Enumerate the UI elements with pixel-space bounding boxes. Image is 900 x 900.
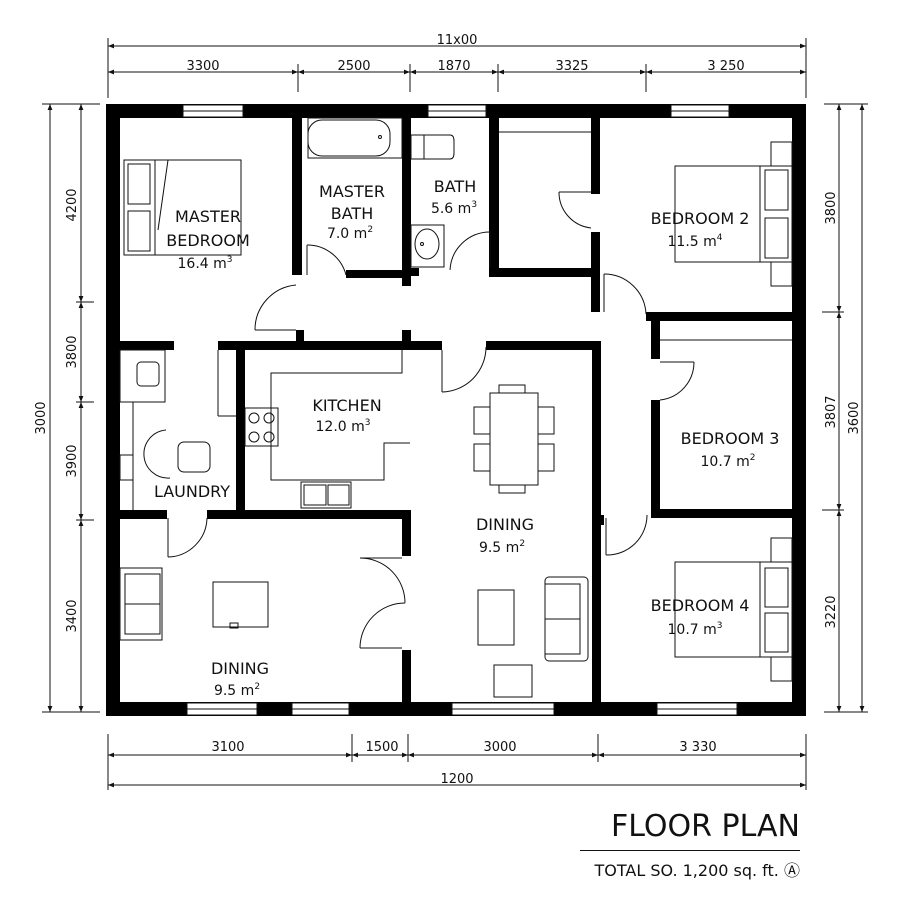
svg-text:BATH: BATH bbox=[331, 204, 373, 223]
ottoman-icon bbox=[493, 664, 533, 698]
svg-text:MASTER: MASTER bbox=[175, 207, 241, 226]
svg-text:10.7 m2: 10.7 m2 bbox=[701, 453, 756, 470]
room-label-kitchen: KITCHEN 12.0 m3 bbox=[312, 396, 381, 435]
room-label-laundry: LAUNDRY bbox=[154, 482, 230, 501]
left-overall-dimension: 3000 bbox=[34, 401, 49, 434]
room-label-bedroom-3: BEDROOM 3 10.7 m2 bbox=[681, 429, 780, 470]
title-divider bbox=[580, 850, 800, 851]
right-dimension-3: 3220 bbox=[824, 595, 839, 628]
svg-text:BATH: BATH bbox=[434, 177, 476, 196]
doors bbox=[167, 191, 695, 649]
right-dimensions bbox=[822, 103, 868, 713]
top-dimension-4: 3325 bbox=[555, 59, 588, 74]
left-dimensions bbox=[42, 103, 100, 713]
fixtures bbox=[119, 117, 793, 698]
svg-text:11.5 m4: 11.5 m4 bbox=[668, 233, 723, 250]
svg-text:9.5 m2: 9.5 m2 bbox=[214, 682, 260, 699]
bath-sink-icon bbox=[410, 224, 445, 268]
svg-text:DINING: DINING bbox=[476, 515, 534, 534]
svg-text:10.7 m3: 10.7 m3 bbox=[668, 621, 723, 638]
top-dimension-5: 3 250 bbox=[707, 59, 744, 74]
svg-text:BEDROOM: BEDROOM bbox=[166, 231, 250, 250]
svg-text:DINING: DINING bbox=[211, 659, 269, 678]
top-dimensions bbox=[107, 38, 807, 98]
sofa-icon bbox=[544, 576, 589, 662]
laundry-sink-icon bbox=[119, 349, 166, 403]
room-label-bath: BATH 5.6 m3 bbox=[431, 177, 477, 217]
svg-text:LAUNDRY: LAUNDRY bbox=[154, 482, 230, 501]
coffee-table-icon bbox=[477, 589, 515, 646]
room-label-master-bath: MASTER BATH 7.0 m2 bbox=[319, 182, 385, 242]
left-table-icon bbox=[212, 581, 269, 629]
bottom-dimension-4: 3 330 bbox=[679, 740, 716, 755]
svg-text:5.6 m3: 5.6 m3 bbox=[431, 200, 477, 217]
toilet-icon bbox=[410, 134, 455, 160]
svg-text:12.0 m3: 12.0 m3 bbox=[316, 418, 371, 435]
circled-a-icon: Ⓐ bbox=[783, 861, 800, 880]
title-block: FLOOR PLAN TOTAL SO. 1,200 sq. ft. Ⓐ bbox=[570, 808, 800, 881]
right-dimension-1: 3800 bbox=[824, 191, 839, 224]
svg-text:16.4 m3: 16.4 m3 bbox=[178, 255, 233, 272]
bottom-dimension-1: 3100 bbox=[211, 740, 244, 755]
right-dimension-2: 3807 bbox=[824, 395, 839, 428]
dining-table-icon bbox=[473, 384, 555, 494]
room-label-bedroom-2: BEDROOM 2 11.5 m4 bbox=[651, 209, 750, 250]
svg-text:KITCHEN: KITCHEN bbox=[312, 396, 381, 415]
room-label-bedroom-4: BEDROOM 4 10.7 m3 bbox=[651, 596, 750, 638]
top-overall-dimension: 11x00 bbox=[437, 33, 478, 48]
svg-text:MASTER: MASTER bbox=[319, 182, 385, 201]
top-dimension-3: 1870 bbox=[437, 59, 470, 74]
bedroom4-bed-icon bbox=[674, 537, 793, 682]
svg-text:BEDROOM 4: BEDROOM 4 bbox=[651, 596, 750, 615]
left-dimension-1: 4200 bbox=[65, 188, 80, 221]
left-dimension-2: 3800 bbox=[65, 335, 80, 368]
total-area-text: TOTAL SO. 1,200 sq. ft. bbox=[594, 861, 779, 880]
left-dimension-3: 3900 bbox=[65, 444, 80, 477]
room-label-master-bedroom: MASTER BEDROOM 16.4 m3 bbox=[166, 207, 250, 272]
left-dimension-4: 3400 bbox=[65, 599, 80, 632]
bedroom2-bed-icon bbox=[674, 141, 793, 287]
bottom-overall-dimension: 1200 bbox=[440, 772, 473, 787]
walls bbox=[106, 104, 806, 716]
room-label-dining-center: DINING 9.5 m2 bbox=[476, 515, 534, 556]
svg-text:BEDROOM 3: BEDROOM 3 bbox=[681, 429, 780, 448]
right-overall-dimension: 3600 bbox=[847, 401, 862, 434]
master-bed-icon bbox=[123, 159, 242, 256]
windows bbox=[182, 104, 738, 716]
plan-subtitle: TOTAL SO. 1,200 sq. ft. Ⓐ bbox=[570, 857, 801, 881]
kitchen-counter-icon bbox=[244, 350, 410, 509]
bathtub-icon bbox=[307, 117, 403, 159]
bottom-dimension-2: 1500 bbox=[365, 740, 398, 755]
left-sofa-icon bbox=[119, 567, 163, 641]
room-label-dining-left: DINING 9.5 m2 bbox=[211, 659, 269, 699]
svg-text:BEDROOM 2: BEDROOM 2 bbox=[651, 209, 750, 228]
bottom-dimension-3: 3000 bbox=[483, 740, 516, 755]
svg-text:9.5 m2: 9.5 m2 bbox=[479, 539, 525, 556]
plan-title: FLOOR PLAN bbox=[611, 809, 800, 844]
washer-icon bbox=[143, 429, 211, 479]
top-dimension-1: 3300 bbox=[186, 59, 219, 74]
svg-text:7.0 m2: 7.0 m2 bbox=[327, 225, 373, 242]
top-dimension-2: 2500 bbox=[337, 59, 370, 74]
bottom-dimensions bbox=[107, 734, 807, 790]
